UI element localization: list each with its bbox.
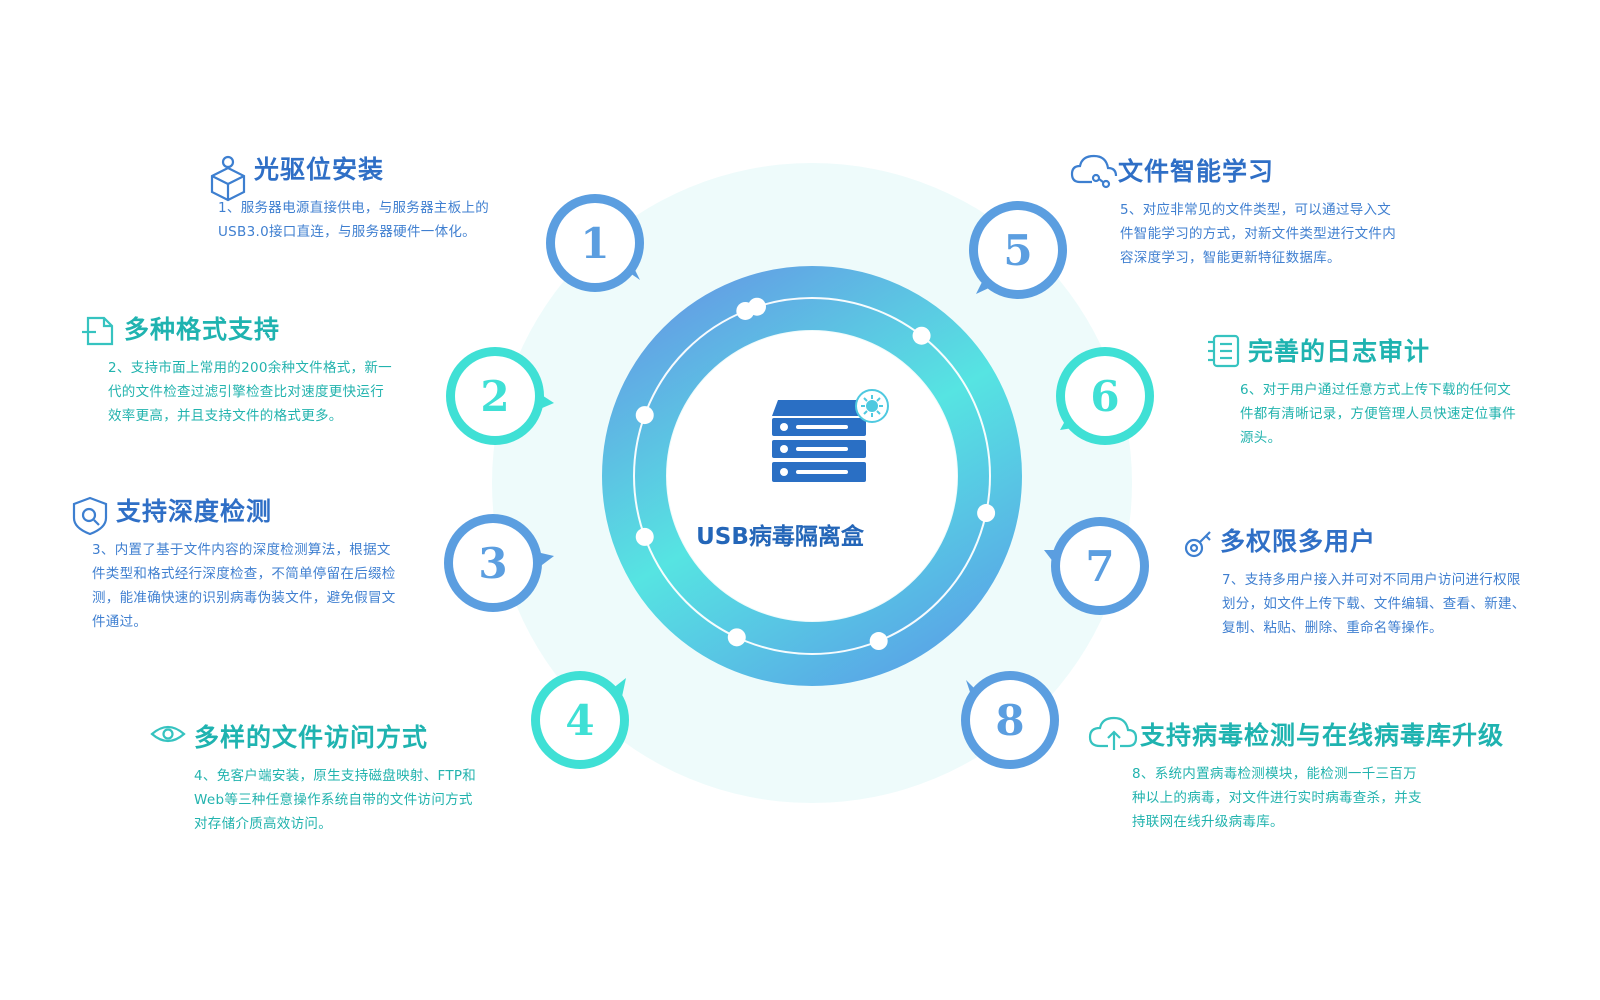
- bubble-center: [1060, 526, 1140, 606]
- number-bubble-8: 8: [961, 671, 1059, 769]
- feature-4: 多样的文件访问方式 4、免客户端安装，原生支持磁盘映射、FTP和 Web等三种任…: [150, 718, 476, 836]
- track-dot: [977, 504, 996, 523]
- bubble-center: [455, 356, 535, 436]
- track-dot: [912, 326, 931, 345]
- feature-desc: 4、免客户端安装，原生支持磁盘映射、FTP和 Web等三种任意操作系统自带的文件…: [194, 768, 477, 832]
- bubble-center: [970, 680, 1050, 760]
- bubble-center: [978, 210, 1058, 290]
- track-dot: [869, 632, 888, 651]
- feature-desc: 3、内置了基于文件内容的深度检测算法，根据文 件类型和格式经行深度检查，不简单停…: [92, 542, 396, 630]
- track-dot: [727, 628, 746, 647]
- cloud-network-icon: [1070, 154, 1118, 189]
- key-icon: [1184, 531, 1211, 558]
- cloud-upload-icon: [1088, 716, 1138, 750]
- feature-5: 文件智能学习 5、对应非常见的文件类型，可以通过导入文 件智能学习的方式，对新文…: [1074, 152, 1396, 270]
- number-bubbles: 1 2 3 4 5 6 7 8: [444, 194, 1154, 769]
- track-dots: [635, 297, 996, 651]
- bubble-center: [1065, 356, 1145, 436]
- feature-desc: 7、支持多用户接入并可对不同用户访问进行权限 划分，如文件上传下载、文件编辑、查…: [1222, 572, 1526, 636]
- number-bubble-3: 3: [444, 514, 554, 612]
- eye-icon: [150, 725, 186, 743]
- bubble-number: 6: [1090, 372, 1119, 421]
- feature-1: 光驱位安装 1、服务器电源直接供电，与服务器主板上的 USB3.0接口直连，与服…: [210, 150, 489, 244]
- bubble-center: [540, 680, 620, 760]
- number-bubble-6: 6: [1056, 347, 1154, 445]
- feature-title: 多权限多用户: [1220, 527, 1377, 556]
- feature-title: 光驱位安装: [254, 155, 385, 184]
- feature-title: 多样的文件访问方式: [194, 723, 429, 752]
- feature-title: 支持病毒检测与在线病毒库升级: [1140, 721, 1505, 750]
- feature-desc: 8、系统内置病毒检测模块，能检测一千三百万 种以上的病毒，对文件进行实时病毒查杀…: [1132, 766, 1422, 830]
- number-bubble-2: 2: [446, 347, 554, 445]
- bubble-center: [453, 523, 533, 603]
- feature-desc: 5、对应非常见的文件类型，可以通过导入文 件智能学习的方式，对新文件类型进行文件…: [1120, 202, 1396, 266]
- feature-desc: 2、支持市面上常用的200余种文件格式，新一 代的文件检查过滤引擎检查比对速度更…: [108, 360, 392, 424]
- feature-8: 支持病毒检测与在线病毒库升级 8、系统内置病毒检测模块，能检测一千三百万 种以上…: [1096, 716, 1504, 834]
- bubble-number: 2: [480, 372, 509, 421]
- number-bubble-1: 1: [546, 194, 644, 292]
- package-icon: [210, 155, 246, 202]
- feature-title: 多种格式支持: [124, 315, 281, 344]
- number-bubble-5: 5: [969, 201, 1067, 299]
- feature-title: 文件智能学习: [1118, 157, 1275, 186]
- track-dot: [736, 301, 755, 320]
- document-icon: [82, 316, 114, 346]
- track-dot: [635, 406, 654, 425]
- feature-3: 支持深度检测 3、内置了基于文件内容的深度检测算法，根据文 件类型和格式经行深度…: [72, 492, 396, 634]
- center-label: USB病毒隔离盒: [696, 524, 864, 550]
- feature-title: 支持深度检测: [116, 497, 273, 526]
- log-list-icon: [1208, 334, 1240, 368]
- number-bubble-4: 4: [531, 671, 629, 769]
- feature-title: 完善的日志审计: [1248, 337, 1431, 366]
- bubble-number: 5: [1003, 226, 1032, 275]
- feature-desc: 6、对于用户通过任意方式上传下载的任何文 件都有清晰记录，方便管理人员快速定位事…: [1240, 382, 1516, 446]
- shield-search-icon: [72, 496, 108, 536]
- bubble-number: 4: [565, 696, 594, 745]
- bubble-number: 1: [580, 219, 609, 268]
- inner-track: [633, 297, 991, 655]
- bubble-number: 7: [1085, 542, 1114, 591]
- feature-desc: 1、服务器电源直接供电，与服务器主板上的 USB3.0接口直连，与服务器硬件一体…: [218, 200, 490, 240]
- feature-6: 完善的日志审计 6、对于用户通过任意方式上传下载的任何文 件都有清晰记录，方便管…: [1204, 332, 1516, 450]
- server-virus-icon: [772, 389, 889, 482]
- number-bubble-7: 7: [1044, 517, 1149, 615]
- feature-2: 多种格式支持 2、支持市面上常用的200余种文件格式，新一 代的文件检查过滤引擎…: [80, 310, 392, 428]
- track-dot: [635, 527, 654, 546]
- feature-7: 多权限多用户 7、支持多用户接入并可对不同用户访问进行权限 划分，如文件上传下载…: [1176, 522, 1526, 640]
- bubble-number: 8: [995, 696, 1024, 745]
- bubble-center: [555, 203, 635, 283]
- bubble-number: 3: [478, 539, 507, 588]
